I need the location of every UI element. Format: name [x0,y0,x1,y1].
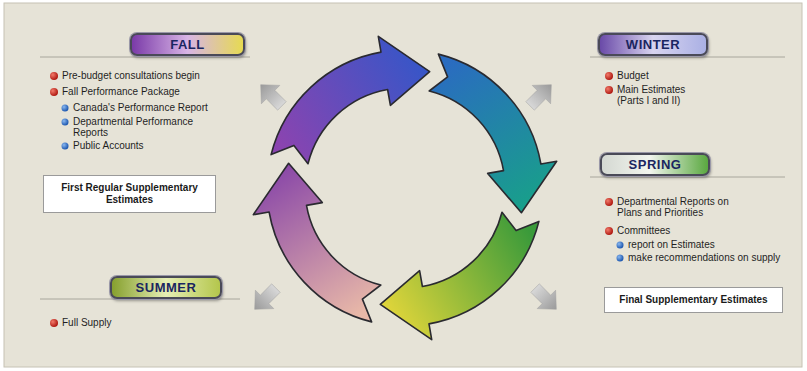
box-text: Final Supplementary Estimates [613,294,774,306]
estimates-box: First Regular Supplementary Estimates [43,175,216,213]
season-header: SPRING [600,153,710,176]
season-header: SUMMER [110,276,222,299]
bullet-item: Fall Performance Package [62,86,180,97]
season-name: FALL [170,37,205,52]
header-rule [590,57,785,58]
bullet-dot [605,227,613,235]
bullet-item: Budget [617,70,649,81]
outward-arrow [521,75,561,115]
bullet-dot [617,255,624,262]
season-name: WINTER [626,37,680,52]
bullet-dot [50,319,58,327]
bullet-dot [62,119,69,126]
bullet-dot [617,242,624,249]
cycle-arrow [271,36,430,164]
cycle-arrow [429,54,557,213]
bullet-dot [62,105,69,112]
bullet-dot [50,72,58,80]
header-rule [40,57,250,58]
outward-arrow [251,75,291,115]
season-name: SPRING [629,157,682,172]
season-name: SUMMER [136,280,197,295]
season-header: WINTER [598,33,708,56]
outward-arrow [245,279,285,319]
bullet-item: Full Supply [62,317,111,328]
bullet-item: Main Estimates (Parts I and II) [617,84,709,106]
cycle-arrow [380,212,539,340]
bullet-item: Committees [617,225,670,236]
sub-bullet-item: Public Accounts [73,140,144,151]
estimates-box: Final Supplementary Estimates [604,287,783,313]
box-text: First Regular Supplementary Estimates [52,182,207,206]
bullet-dot [605,72,613,80]
bullet-dot [50,88,58,96]
outward-arrow [526,279,566,319]
sub-bullet-item: Departmental Performance Reports [73,116,203,138]
bullet-dot [605,86,613,94]
sub-bullet-item: Canada's Performance Report [73,102,208,113]
sub-bullet-item: report on Estimates [628,239,715,250]
bullet-dot [62,143,69,150]
header-rule [590,177,785,178]
bullet-dot [605,198,613,206]
background-panel [4,3,802,367]
bullet-item: Pre-budget consultations begin [62,70,200,81]
season-header: FALL [130,33,245,56]
bullet-item: Departmental Reports on Plans and Priori… [617,196,749,218]
sub-bullet-item: make recommendations on supply [628,252,780,263]
